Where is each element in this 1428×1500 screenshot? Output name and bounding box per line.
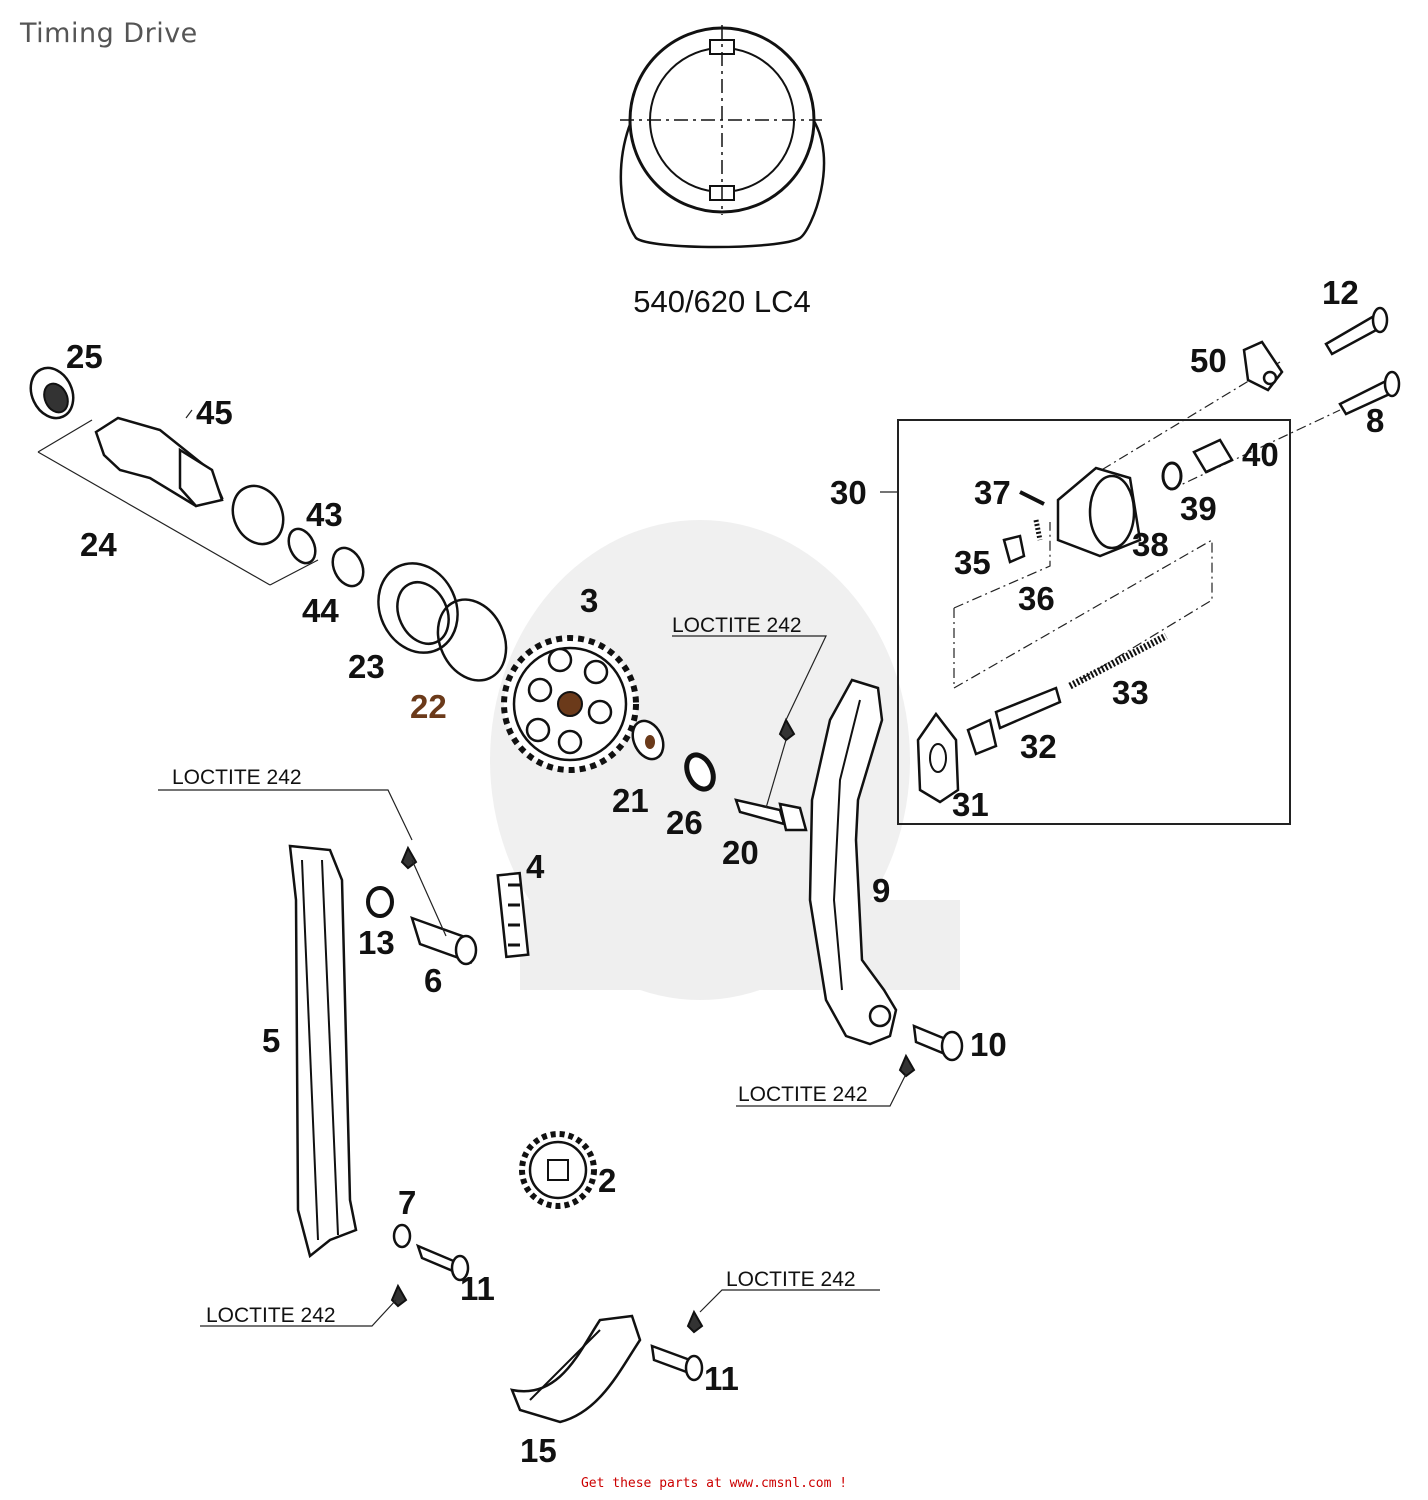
camshaft-assembly [29, 366, 508, 682]
callout-11-left: 11 [460, 1270, 495, 1307]
callout-38: 38 [1132, 526, 1169, 563]
guide-rail [288, 844, 358, 1259]
callout-23: 23 [348, 648, 385, 685]
callout-12: 12 [1322, 274, 1359, 311]
loctite-label-right: LOCTITE 242 [738, 1083, 868, 1106]
callout-11-bottom: 11 [704, 1360, 739, 1397]
washer-26 [684, 752, 716, 792]
model-label: 540/620 LC4 [633, 284, 811, 319]
callout-9: 9 [872, 872, 890, 909]
washer-21 [631, 719, 665, 761]
callout-25: 25 [66, 338, 103, 375]
crankshaft-sprocket [519, 1131, 597, 1209]
callout-30: 30 [830, 474, 867, 511]
callout-22: 22 [410, 688, 447, 725]
tensioner-box [880, 361, 1341, 825]
callout-39: 39 [1180, 490, 1217, 527]
loctite-label-bottom: LOCTITE 242 [726, 1268, 856, 1291]
callout-20: 20 [722, 834, 759, 871]
callout-35: 35 [954, 544, 991, 581]
screw-8 [1338, 370, 1401, 416]
pin-6 [400, 845, 478, 966]
camshaft-sprocket [501, 635, 639, 773]
callout-24: 24 [80, 526, 117, 563]
callout-6: 6 [424, 962, 442, 999]
callout-33: 33 [1112, 674, 1149, 711]
callout-36: 36 [1018, 580, 1055, 617]
callout-8: 8 [1366, 402, 1384, 439]
screw-11-left [390, 1243, 470, 1308]
callout-26: 26 [666, 804, 703, 841]
footer-parts-link[interactable]: Get these parts at www.cmsnl.com ! [580, 1476, 848, 1491]
clamp-50 [1242, 340, 1284, 392]
washer-13 [366, 886, 394, 918]
callout-2: 2 [598, 1162, 616, 1199]
screw-12 [1324, 306, 1389, 356]
callout-44: 44 [302, 592, 339, 629]
cylinder-housing-detail [619, 25, 826, 249]
callout-4: 4 [526, 848, 545, 885]
callout-37: 37 [974, 474, 1011, 511]
callout-50: 50 [1190, 342, 1227, 379]
screw-11-bottom [650, 1309, 704, 1382]
callout-5: 5 [262, 1022, 280, 1059]
loctite-label-top: LOCTITE 242 [672, 614, 802, 637]
timing-chain-piece [496, 871, 530, 959]
callout-21: 21 [612, 782, 649, 819]
tensioner-rail [808, 678, 898, 1046]
loctite-label-left: LOCTITE 242 [172, 766, 302, 789]
tensioner-bolt-32 [966, 686, 1062, 756]
callout-40: 40 [1242, 436, 1279, 473]
callout-10: 10 [970, 1026, 1007, 1063]
callout-31: 31 [952, 786, 989, 823]
guide-15 [509, 1314, 642, 1424]
bolt-10 [898, 1024, 964, 1078]
part-callouts: 25 45 24 43 44 23 22 3 21 26 20 4 13 6 5… [66, 274, 1384, 1469]
spring-7 [392, 1223, 412, 1249]
callout-3: 3 [580, 582, 598, 619]
callout-45: 45 [196, 394, 233, 431]
loctite-label-bottom-left: LOCTITE 242 [206, 1304, 336, 1327]
bolt-20 [734, 717, 808, 832]
callout-32: 32 [1020, 728, 1057, 765]
tensioner-small-parts [1002, 438, 1234, 564]
callout-13: 13 [358, 924, 395, 961]
page-title: Timing Drive [20, 18, 198, 49]
callout-43: 43 [306, 496, 343, 533]
tensioner-housing [1056, 466, 1142, 558]
callout-15: 15 [520, 1432, 557, 1469]
gasket-31 [916, 711, 960, 804]
callout-7: 7 [398, 1184, 416, 1221]
